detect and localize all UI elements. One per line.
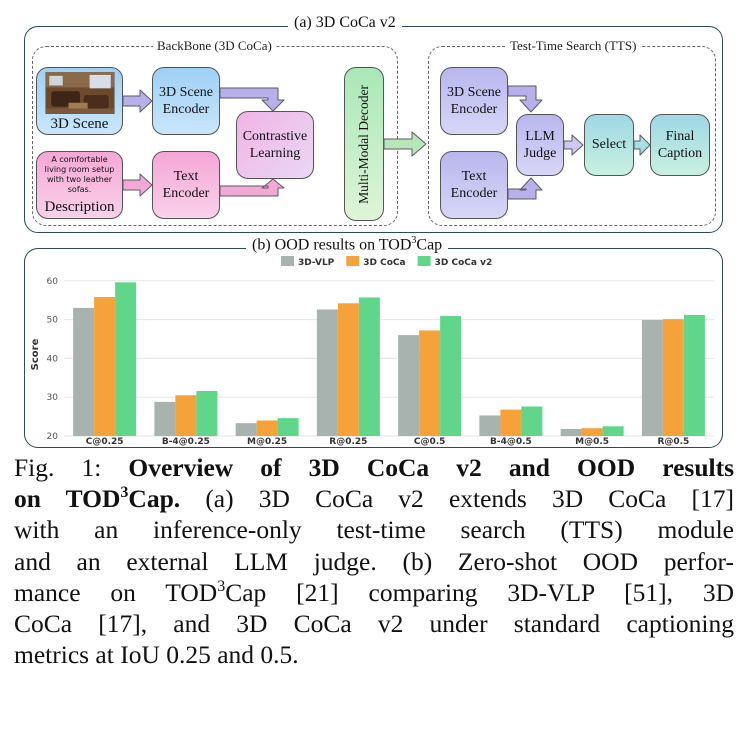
legend-label: 3D CoCa v2	[435, 258, 493, 268]
bar	[440, 316, 461, 436]
caption-text-4b: Cap [21] comparing 3D-VLP [51], 3D	[225, 578, 734, 607]
caption-bold-title-a: Overview of 3D CoCa v2 and OOD results	[128, 453, 734, 482]
caption-line-6: CoCa [17], and 3D CoCa v2 under standard…	[14, 608, 734, 639]
bar	[196, 391, 217, 436]
bar	[115, 282, 136, 436]
bar	[338, 303, 359, 436]
y-tick-label: 40	[47, 354, 59, 364]
bar	[561, 429, 582, 436]
bar	[684, 315, 705, 436]
caption-line-4: and an external LLM judge. (b) Zero-shot…	[14, 546, 734, 577]
arrow-ttsscene-to-judge	[508, 86, 542, 112]
x-tick-label: R@0.5	[657, 437, 689, 446]
x-tick-label: R@0.25	[329, 437, 367, 446]
legend-swatch	[281, 256, 294, 266]
bar	[642, 320, 663, 436]
caption-bold-title-b: on TOD3Cap.	[14, 484, 180, 513]
x-tick-label: M@0.25	[247, 437, 287, 446]
arrow-scene-to-encoder	[123, 90, 152, 112]
caption-fig-label: Fig. 1:	[14, 453, 101, 482]
y-tick-label: 30	[47, 393, 59, 403]
caption-line-3: with an inference-only test-time search …	[14, 514, 734, 545]
bar	[278, 418, 299, 436]
legend-swatch	[418, 256, 431, 266]
figure-caption: Fig. 1: Overview of 3D CoCa v2 and OOD r…	[14, 452, 734, 670]
caption-text-4a: mance on TOD	[14, 578, 217, 607]
caption-text-1: (a) 3D CoCa v2 extends 3D CoCa [17]	[205, 484, 734, 513]
bar	[500, 410, 521, 436]
legend-label: 3D CoCa	[363, 258, 405, 268]
bar	[479, 415, 500, 436]
bar	[236, 423, 257, 436]
caption-line-1: Fig. 1: Overview of 3D CoCa v2 and OOD r…	[14, 452, 734, 483]
x-tick-label: C@0.25	[86, 437, 124, 446]
caption-bold-b-text: on TOD	[14, 484, 120, 513]
caption-line-2: on TOD3Cap. (a) 3D CoCa v2 extends 3D Co…	[14, 483, 734, 514]
arrow-decoder-to-tts	[384, 132, 426, 156]
arrow-ttstext-to-judge	[508, 178, 542, 199]
arrow-desc-to-encoder	[123, 174, 152, 196]
arrow-judge-to-select	[564, 135, 583, 155]
x-tick-label: B-4@0.25	[162, 437, 210, 446]
y-tick-label: 60	[47, 277, 59, 287]
bar	[419, 330, 440, 436]
y-axis-label: Score	[30, 338, 41, 370]
x-tick-label: M@0.5	[575, 437, 609, 446]
bar	[398, 335, 419, 436]
bar	[317, 309, 338, 436]
panel-a-arrows	[0, 0, 746, 240]
bar	[521, 407, 542, 436]
bar	[73, 308, 94, 436]
bar	[603, 426, 624, 436]
bar	[257, 420, 278, 436]
y-tick-label: 50	[47, 316, 59, 326]
bar	[154, 402, 175, 436]
legend-swatch	[346, 256, 359, 266]
arrow-select-to-final	[634, 135, 650, 155]
y-tick-label: 20	[47, 432, 59, 442]
bar	[663, 319, 684, 436]
arrow-sceneenc-to-contrastive	[220, 88, 284, 111]
caption-line-5: mance on TOD3Cap [21] comparing 3D-VLP […	[14, 577, 734, 608]
bar	[175, 395, 196, 436]
legend-label: 3D-VLP	[298, 258, 335, 268]
arrow-textenc-to-contrastive	[220, 179, 284, 196]
caption-line-7: metrics at IoU 0.25 and 0.5.	[14, 639, 734, 670]
bar	[94, 297, 115, 436]
caption-bold-c-text: Cap.	[128, 484, 180, 513]
x-tick-label: B-4@0.5	[490, 437, 532, 446]
x-tick-label: C@0.5	[414, 437, 446, 446]
bar	[359, 297, 380, 436]
bar	[582, 428, 603, 436]
